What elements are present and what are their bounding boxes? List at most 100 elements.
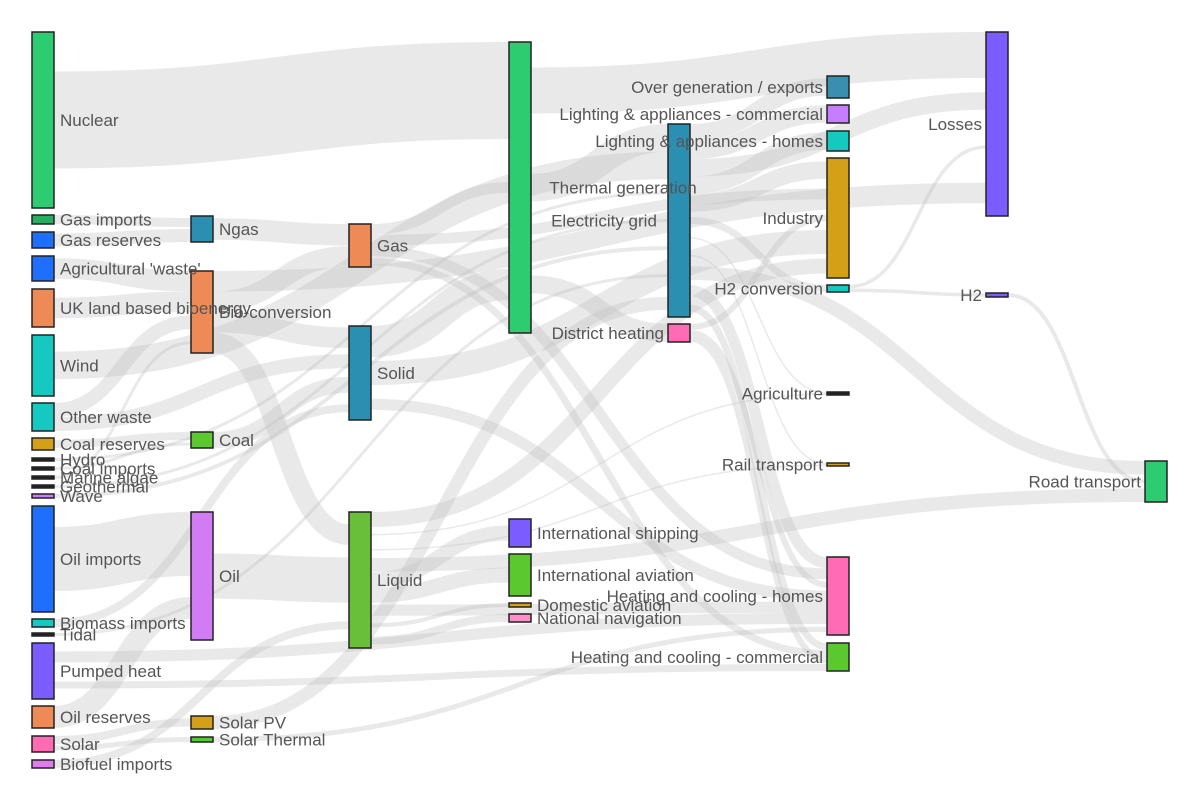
- node-other-waste[interactable]: [31, 402, 55, 432]
- label-coal-reserves: Coal reserves: [60, 435, 165, 454]
- label-bio-conversion: Bio-conversion: [219, 303, 331, 322]
- link-solar-thermal-to-heating-and-cooling-homes: [212, 626, 828, 742]
- node-marine-algae[interactable]: [31, 475, 55, 480]
- node-thermal-generation[interactable]: [508, 41, 532, 334]
- label-national-navigation: National navigation: [537, 609, 682, 628]
- link-district-heating-to-industry: [689, 215, 828, 330]
- link-district-heating-to-heating-and-cooling-homes: [689, 330, 828, 588]
- node-solar[interactable]: [31, 735, 55, 753]
- link-gas-reserves-to-ngas: [53, 229, 192, 247]
- label-lighting-appliances-homes: Lighting & appliances - homes: [595, 132, 823, 151]
- link-uk-land-based-bioenergy-to-bio-conversion: [53, 291, 192, 319]
- link-pumped-heat-to-heating-and-cooling-homes: [53, 612, 828, 663]
- link-thermal-generation-to-district-heating: [530, 275, 669, 342]
- label-rail-transport: Rail transport: [722, 456, 823, 475]
- link-gas-to-heating-and-cooling-commercial: [370, 258, 828, 657]
- node-gas-imports[interactable]: [31, 214, 55, 225]
- link-electricity-grid-to-over-generation-exports: [689, 78, 828, 142]
- link-oil-reserves-to-oil: [53, 597, 192, 728]
- node-district-heating[interactable]: [667, 323, 691, 343]
- link-liquid-to-rail-transport: [370, 464, 828, 551]
- node-international-aviation[interactable]: [508, 553, 532, 597]
- link-bio-conversion-to-gas: [212, 246, 350, 312]
- node-international-shipping[interactable]: [508, 518, 532, 548]
- label-heating-and-cooling-homes: Heating and cooling - homes: [607, 587, 823, 606]
- node-road-transport[interactable]: [1144, 460, 1168, 503]
- label-international-shipping: International shipping: [537, 524, 699, 543]
- label-gas-reserves: Gas reserves: [60, 231, 161, 250]
- node-oil-imports[interactable]: [31, 505, 55, 613]
- label-district-heating: District heating: [552, 324, 664, 343]
- label-over-generation-exports: Over generation / exports: [631, 78, 823, 97]
- node-solar-thermal[interactable]: [190, 736, 214, 743]
- link-liquid-to-domestic-aviation: [370, 603, 510, 628]
- node-h2-conversion[interactable]: [826, 284, 850, 293]
- link-coal-imports-to-coal: [53, 442, 192, 470]
- link-h2-to-road-transport: [1007, 293, 1146, 484]
- link-electricity-grid-to-heating-and-cooling-commercial: [689, 304, 828, 650]
- node-lighting-appliances-commercial[interactable]: [826, 104, 850, 124]
- label-coal-imports: Coal imports: [60, 460, 155, 479]
- node-coal-imports[interactable]: [31, 466, 55, 471]
- node-industry[interactable]: [826, 157, 850, 279]
- label-liquid: Liquid: [377, 571, 422, 590]
- node-losses[interactable]: [985, 31, 1009, 217]
- node-hydro[interactable]: [31, 457, 55, 462]
- label-industry: Industry: [763, 209, 824, 228]
- node-lighting-appliances-homes[interactable]: [826, 130, 850, 152]
- link-marine-algae-to-bio-conversion: [53, 341, 192, 479]
- node-liquid[interactable]: [348, 511, 372, 649]
- node-heating-and-cooling-commercial[interactable]: [826, 642, 850, 672]
- node-biofuel-imports[interactable]: [31, 759, 55, 769]
- label-h2-conversion: H2 conversion: [714, 280, 823, 299]
- label-solar-pv: Solar PV: [219, 714, 287, 733]
- link-oil-to-liquid: [212, 553, 350, 603]
- node-agriculture[interactable]: [826, 391, 850, 396]
- link-solar-pv-to-electricity-grid: [212, 296, 669, 729]
- label-biomass-imports: Biomass imports: [60, 614, 186, 633]
- link-other-waste-to-solid: [53, 354, 350, 431]
- node-tidal[interactable]: [31, 632, 55, 637]
- node-wind[interactable]: [31, 334, 55, 397]
- label-biofuel-imports: Biofuel imports: [60, 755, 172, 774]
- node-bio-conversion[interactable]: [190, 270, 214, 354]
- link-electricity-grid-to-heating-and-cooling-homes: [689, 285, 828, 569]
- node-nuclear[interactable]: [31, 31, 55, 209]
- node-h2[interactable]: [985, 292, 1009, 298]
- link-h2-conversion-to-h2: [848, 288, 987, 297]
- link-solar-to-solar-thermal: [53, 737, 192, 751]
- node-coal[interactable]: [190, 431, 214, 449]
- node-domestic-aviation[interactable]: [508, 602, 532, 608]
- link-electricity-grid-to-road-transport: [689, 266, 1146, 475]
- node-agricultural-waste[interactable]: [31, 255, 55, 282]
- link-tidal-to-electricity-grid: [53, 274, 669, 636]
- node-gas[interactable]: [348, 223, 372, 268]
- node-heating-and-cooling-homes[interactable]: [826, 556, 850, 636]
- node-coal-reserves[interactable]: [31, 437, 55, 451]
- node-solar-pv[interactable]: [190, 715, 214, 730]
- label-ngas: Ngas: [219, 220, 259, 239]
- node-wave[interactable]: [31, 493, 55, 499]
- node-oil-reserves[interactable]: [31, 705, 55, 729]
- node-national-navigation[interactable]: [508, 613, 532, 623]
- node-ngas[interactable]: [190, 215, 214, 243]
- link-other-waste-to-bio-conversion: [53, 315, 192, 417]
- node-electricity-grid[interactable]: [667, 123, 691, 318]
- node-uk-land-based-bioenergy[interactable]: [31, 288, 55, 328]
- node-geothermal[interactable]: [31, 484, 55, 489]
- node-solid[interactable]: [348, 325, 372, 421]
- node-gas-reserves[interactable]: [31, 231, 55, 249]
- label-pumped-heat: Pumped heat: [60, 662, 161, 681]
- label-uk-land-based-bioenergy: UK land based bioenergy: [60, 299, 251, 318]
- label-nuclear: Nuclear: [60, 111, 119, 130]
- label-thermal-generation: Thermal generation: [549, 179, 696, 198]
- node-rail-transport[interactable]: [826, 462, 850, 467]
- node-over-generation-exports[interactable]: [826, 75, 850, 99]
- sankey-nodes: [31, 31, 1168, 769]
- node-biomass-imports[interactable]: [31, 618, 55, 628]
- node-oil[interactable]: [190, 511, 214, 641]
- link-liquid-to-industry: [370, 258, 828, 528]
- node-pumped-heat[interactable]: [31, 642, 55, 700]
